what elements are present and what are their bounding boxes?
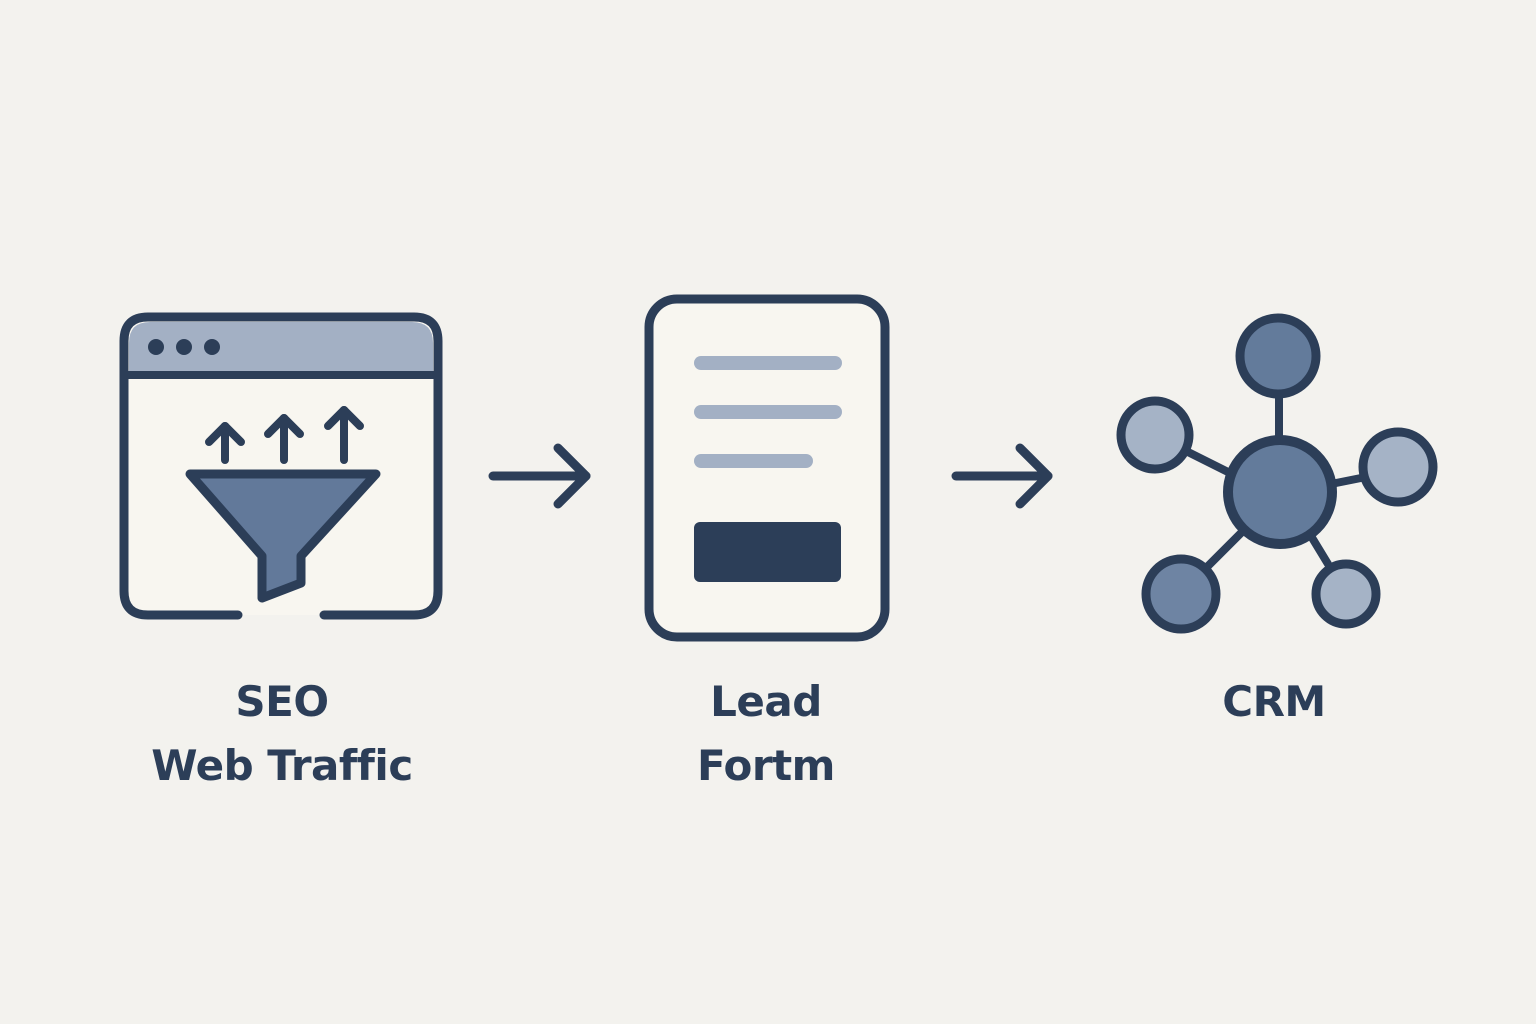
network-node-icon [1141, 554, 1221, 634]
network-hub-icon [1116, 313, 1438, 634]
network-link [1307, 532, 1332, 568]
step-label-line: SEO [235, 677, 329, 726]
arrow-up-icon [324, 406, 364, 464]
network-node-icon [1235, 313, 1321, 399]
form-document-icon [644, 294, 890, 642]
browser-titlebar [129, 322, 433, 373]
arrow-up-icon [264, 414, 304, 464]
arrow-up-icon [205, 422, 245, 464]
network-link [1202, 526, 1248, 572]
step-label-line: Web Traffic [151, 741, 413, 790]
form-submit-block [694, 522, 841, 582]
network-node-icon [1116, 396, 1194, 474]
step-label-line: Lead [710, 677, 822, 726]
window-dot-icon [148, 339, 164, 355]
window-dot-icon [204, 339, 220, 355]
browser-funnel-icon [119, 312, 443, 620]
arrow-right-icon [488, 443, 591, 509]
step-label-crm: CRM [1124, 670, 1424, 734]
funnel-icon [185, 469, 381, 603]
arrow-right-icon [951, 443, 1053, 509]
step-label-lead-form: Lead Fortm [616, 670, 916, 798]
browser-frame [119, 312, 443, 620]
network-node-icon [1358, 427, 1438, 507]
network-node-icon [1311, 559, 1381, 629]
network-hub-node [1223, 435, 1337, 549]
step-label-seo: SEO Web Traffic [132, 670, 432, 798]
step-label-line: CRM [1222, 677, 1326, 726]
step-label-line: Fortm [697, 741, 835, 790]
network-link [1182, 447, 1236, 478]
window-dot-icon [176, 339, 192, 355]
